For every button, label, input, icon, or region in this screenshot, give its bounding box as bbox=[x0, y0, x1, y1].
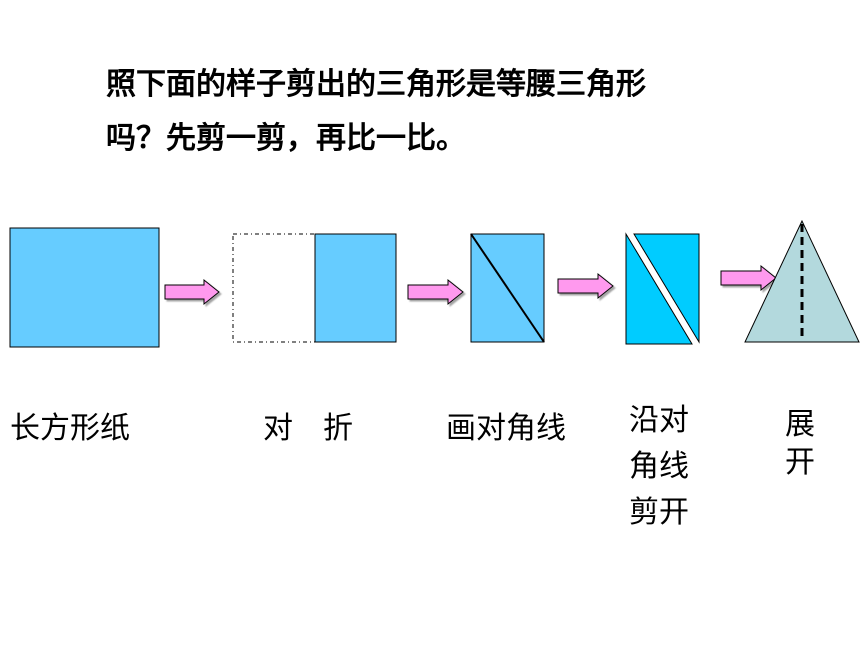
step-label-line: 长方形纸 bbox=[10, 411, 130, 446]
step-label-line: 展 bbox=[785, 407, 815, 442]
step-label-line: 开 bbox=[785, 445, 815, 480]
step-label-line: 角线 bbox=[629, 449, 689, 484]
arrow-right-icon bbox=[407, 278, 464, 306]
step-label-line: 画对角线 bbox=[446, 411, 566, 446]
paper-rectangle bbox=[9, 227, 160, 348]
step-label-line: 沿对 bbox=[629, 403, 689, 438]
arrow-right-icon bbox=[164, 278, 220, 306]
folded-half-rectangle bbox=[314, 233, 397, 343]
step-label-diagonal: 画对角线 bbox=[446, 406, 566, 452]
step-label-line: 对 折 bbox=[263, 411, 353, 446]
arrow-right-icon bbox=[720, 264, 777, 292]
step-label-fold: 对 折 bbox=[263, 406, 353, 452]
question-line-2: 吗？先剪一剪，再比一比。 bbox=[106, 121, 466, 156]
step-label-cut: 沿对 角线 剪开 bbox=[629, 398, 689, 536]
question-text: 照下面的样子剪出的三角形是等腰三角形 吗？先剪一剪，再比一比。 bbox=[106, 58, 756, 166]
cut-right-piece bbox=[633, 233, 700, 344]
step-label-unfold: 展 开 bbox=[785, 406, 815, 482]
step-label-line: 剪开 bbox=[629, 495, 689, 530]
step-label-paper: 长方形纸 bbox=[10, 406, 130, 452]
question-line-1: 照下面的样子剪出的三角形是等腰三角形 bbox=[106, 67, 646, 102]
fold-dashed-outline bbox=[232, 233, 316, 343]
arrow-right-icon bbox=[557, 272, 614, 300]
cut-left-piece bbox=[625, 232, 693, 345]
diagonal-line bbox=[470, 233, 545, 343]
